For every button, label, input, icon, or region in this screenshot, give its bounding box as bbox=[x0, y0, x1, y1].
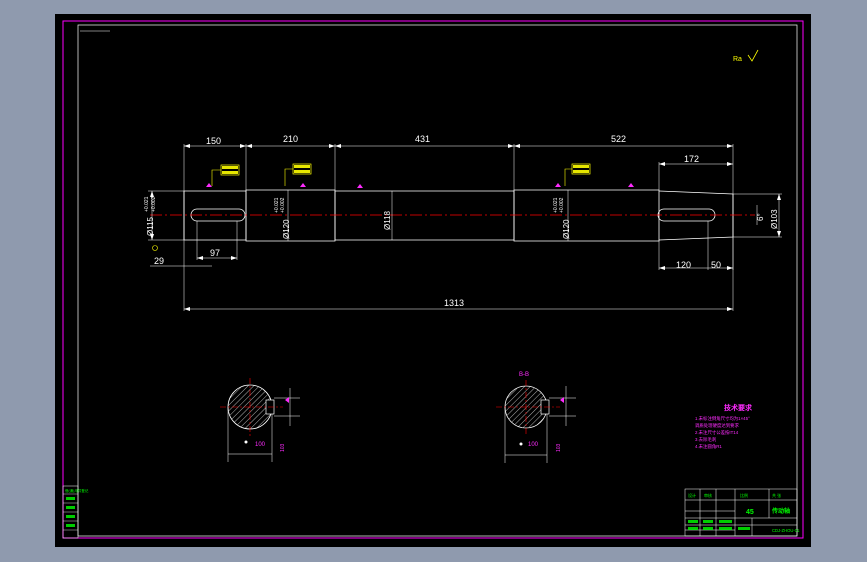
notes-line-1: 1.未标注倒角尺寸均为1×45° bbox=[695, 415, 750, 422]
dim-diam-journal-right-tol-lower: +0.002 bbox=[559, 197, 565, 213]
dim-keyway-right-offset: 50 bbox=[711, 260, 721, 270]
notes-line-3: 2.未注尺寸公差按IT14 bbox=[695, 429, 739, 436]
title-block-part-name: 传动轴 bbox=[771, 507, 790, 515]
tolerance-frame-left bbox=[211, 164, 240, 186]
title-block-sheet: 共 张 bbox=[772, 492, 781, 498]
dim-diam-journal-left-tol-upper: +0.021 bbox=[274, 197, 280, 213]
notes-line-5: 4.未注圆角R1 bbox=[695, 443, 722, 450]
dim-diam-left-tol-upper: +0.021 bbox=[144, 196, 150, 212]
roughness-mark-3 bbox=[357, 184, 363, 188]
outer-frame bbox=[62, 20, 804, 539]
dim-segment-2: 210 bbox=[283, 134, 298, 144]
roughness-mark-4 bbox=[555, 183, 561, 187]
dim-keyway-left-length: 97 bbox=[210, 248, 220, 258]
section-view-left[interactable]: 100 103 bbox=[220, 378, 300, 462]
dim-segment-4: 522 bbox=[611, 134, 626, 144]
dim-overall-length: 1313 bbox=[444, 298, 464, 308]
title-block-drawing-no: CDJ-ZHOU-01 bbox=[772, 528, 800, 533]
dim-taper-length: 172 bbox=[684, 154, 699, 164]
dim-diam-left-tol-lower: +0.002 bbox=[151, 196, 157, 212]
title-block-scale: 比例 bbox=[740, 492, 748, 498]
shaft-journal-left bbox=[245, 189, 336, 242]
section-left-side-dim: 103 bbox=[280, 443, 286, 452]
section-view-right[interactable]: B-B 100 103 bbox=[496, 372, 576, 463]
general-roughness-mark: Ra bbox=[733, 56, 742, 63]
notes-heading: 技术要求 bbox=[724, 403, 753, 412]
title-block-designer: 设计 bbox=[688, 492, 696, 498]
dim-taper-angle: 6° bbox=[756, 213, 765, 221]
dim-diam-journal-right: Ø120 bbox=[562, 219, 571, 239]
title-block[interactable] bbox=[684, 488, 798, 537]
roughness-symbol bbox=[747, 49, 759, 62]
dim-diam-journal-left: Ø120 bbox=[282, 219, 291, 239]
roughness-mark-5 bbox=[628, 183, 634, 187]
dim-keyway-right-length: 120 bbox=[676, 260, 691, 270]
dim-keyway-left-offset: 29 bbox=[154, 256, 164, 266]
section-left-dim: 100 bbox=[255, 442, 266, 448]
left-strip-label: 借(通)用件登记 bbox=[65, 488, 89, 493]
technical-notes: 技术要求 1.未标注倒角尺寸均为1×45° 调质处理硬度达到要求 2.未注尺寸公… bbox=[695, 403, 753, 450]
dim-diam-right-end: Ø103 bbox=[770, 209, 779, 229]
roughness-mark-2 bbox=[300, 183, 306, 187]
dim-diam-journal-right-tol-upper: +0.021 bbox=[553, 197, 559, 213]
tolerance-frame-right bbox=[564, 163, 591, 186]
section-right-side-dim: 103 bbox=[556, 443, 562, 452]
datum-marker bbox=[152, 245, 158, 251]
title-block-checker: 审核 bbox=[704, 492, 712, 498]
dim-diam-journal-left-tol-lower: +0.002 bbox=[280, 197, 286, 213]
model-space-background[interactable] bbox=[55, 14, 811, 547]
notes-line-4: 3.去除毛刺 bbox=[695, 436, 717, 443]
roughness-mark-1 bbox=[206, 183, 212, 187]
notes-line-2: 调质处理硬度达到要求 bbox=[695, 422, 740, 429]
section-right-dim: 100 bbox=[528, 442, 539, 448]
dim-segment-3: 431 bbox=[415, 134, 430, 144]
section-label: B-B bbox=[519, 372, 529, 378]
dim-segment-1: 150 bbox=[206, 136, 221, 146]
dim-diam-middle: Ø118 bbox=[383, 210, 392, 230]
title-block-material: 45 bbox=[746, 509, 754, 516]
tolerance-frame-middle bbox=[284, 163, 312, 186]
inner-frame bbox=[77, 24, 798, 537]
dim-diam-left: Ø115 bbox=[146, 216, 155, 236]
